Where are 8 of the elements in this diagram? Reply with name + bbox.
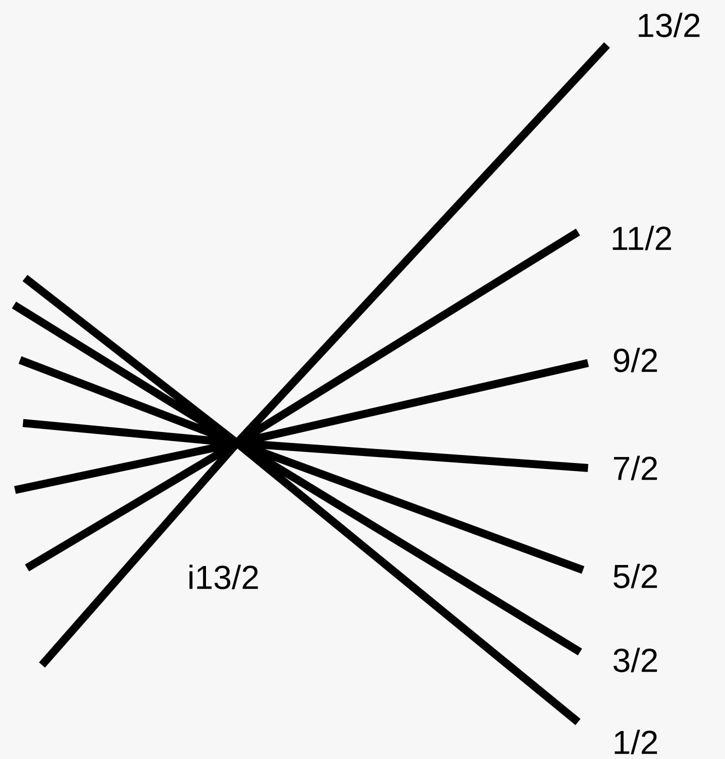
level-label: 7/2: [614, 456, 657, 480]
level-label: i13/2: [190, 564, 258, 590]
level-label: 9/2: [614, 348, 657, 372]
level-label: 5/2: [614, 564, 657, 588]
level-label: 1/2: [614, 730, 657, 754]
level-label: 13/2: [638, 12, 700, 38]
level-label: 11/2: [612, 226, 671, 250]
level-label: 3/2: [614, 648, 657, 672]
